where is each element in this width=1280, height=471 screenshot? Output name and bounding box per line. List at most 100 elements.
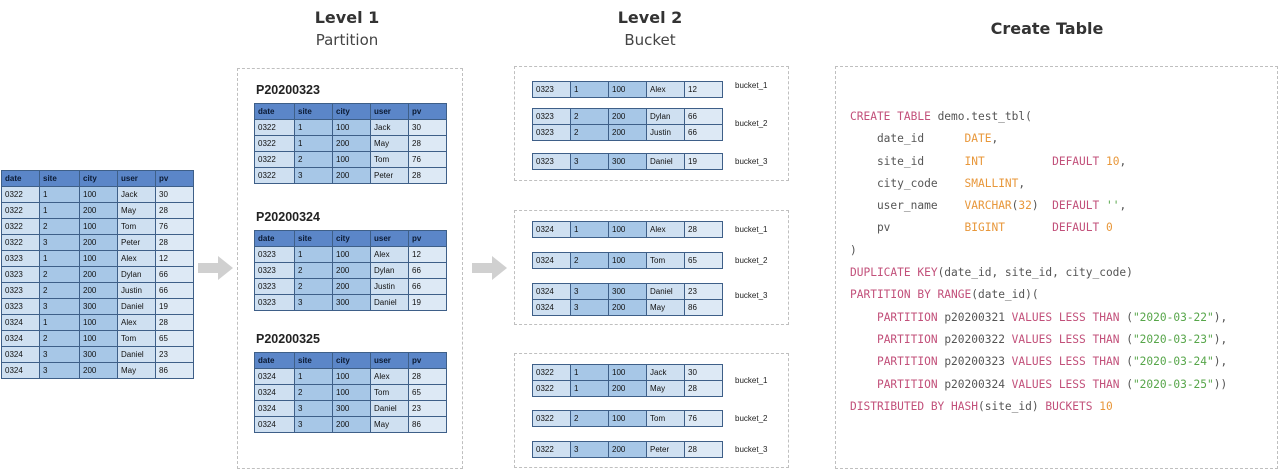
table-cell: 100 bbox=[79, 330, 118, 347]
table-cell: 100 bbox=[332, 246, 371, 263]
arrow-right-icon bbox=[472, 256, 507, 280]
table-cell: 3 bbox=[294, 416, 333, 433]
table-cell: 23 bbox=[408, 400, 447, 417]
column-header: date bbox=[254, 103, 295, 120]
table-cell: 23 bbox=[155, 346, 194, 363]
table-cell: 300 bbox=[79, 298, 118, 315]
table-cell: 300 bbox=[332, 400, 371, 417]
table-cell: Dylan bbox=[646, 108, 685, 125]
bucket-label: bucket_1 bbox=[735, 376, 768, 385]
table-cell: 28 bbox=[408, 368, 447, 385]
code-line: ) bbox=[850, 243, 857, 257]
table-cell: Daniel bbox=[646, 153, 685, 170]
table-cell: 76 bbox=[155, 218, 194, 235]
column-header: date bbox=[1, 170, 40, 187]
table-cell: Justin bbox=[370, 278, 409, 295]
table-cell: 1 bbox=[39, 202, 80, 219]
table-cell: 28 bbox=[155, 314, 194, 331]
table-cell: 100 bbox=[79, 314, 118, 331]
table-cell: 3 bbox=[39, 298, 80, 315]
code-line: PARTITION p20200321 VALUES LESS THAN ("2… bbox=[876, 310, 1228, 324]
partition-title: P20200325 bbox=[256, 332, 320, 346]
table-cell: Tom bbox=[370, 384, 409, 401]
table-cell: 28 bbox=[155, 234, 194, 251]
table-cell: 0324 bbox=[532, 221, 571, 238]
table-cell: 0323 bbox=[532, 108, 571, 125]
column-header: site bbox=[294, 230, 333, 247]
column-header: user bbox=[370, 103, 409, 120]
table-cell: 100 bbox=[79, 250, 118, 267]
column-header: date bbox=[254, 352, 295, 369]
table-cell: Dylan bbox=[117, 266, 156, 283]
column-header: city bbox=[332, 352, 371, 369]
bucket-label: bucket_1 bbox=[735, 225, 768, 234]
table-cell: 0323 bbox=[532, 124, 571, 141]
level1-title: Level 1 bbox=[314, 8, 380, 27]
table-cell: Alex bbox=[117, 250, 156, 267]
table-cell: 28 bbox=[408, 135, 447, 152]
partition-title: P20200323 bbox=[256, 83, 320, 97]
table-cell: 0322 bbox=[532, 364, 571, 381]
bucket-label: bucket_3 bbox=[735, 445, 768, 454]
table-cell: Alex bbox=[646, 221, 685, 238]
table-cell: 0324 bbox=[254, 384, 295, 401]
table-cell: 0322 bbox=[1, 186, 40, 203]
column-header: city bbox=[332, 230, 371, 247]
table-cell: 200 bbox=[332, 167, 371, 184]
table-cell: 3 bbox=[294, 400, 333, 417]
table-cell: 200 bbox=[79, 266, 118, 283]
table-cell: 28 bbox=[684, 441, 723, 458]
table-cell: 12 bbox=[408, 246, 447, 263]
table-cell: 0324 bbox=[532, 299, 571, 316]
table-cell: 0324 bbox=[532, 252, 571, 269]
table-cell: 30 bbox=[408, 119, 447, 136]
table-cell: 0322 bbox=[1, 234, 40, 251]
code-line: CREATE TABLE demo.test_tbl( bbox=[850, 110, 1032, 123]
table-cell: 100 bbox=[608, 410, 647, 427]
table-cell: 2 bbox=[294, 151, 333, 168]
table-cell: 86 bbox=[408, 416, 447, 433]
column-header: site bbox=[294, 352, 333, 369]
table-cell: Daniel bbox=[117, 346, 156, 363]
table-cell: 0322 bbox=[532, 380, 571, 397]
level1-heading: Level 1 Partition bbox=[272, 7, 422, 51]
table-cell: 100 bbox=[332, 151, 371, 168]
table-cell: 28 bbox=[155, 202, 194, 219]
table-cell: 76 bbox=[408, 151, 447, 168]
create-table-heading: Create Table bbox=[972, 18, 1122, 40]
table-cell: May bbox=[646, 299, 685, 316]
table-cell: 86 bbox=[155, 362, 194, 379]
table-cell: 3 bbox=[39, 346, 80, 363]
code-line: PARTITION p20200324 VALUES LESS THAN ("2… bbox=[876, 377, 1228, 391]
table-cell: 100 bbox=[332, 368, 371, 385]
table-cell: 12 bbox=[684, 81, 723, 98]
column-header: site bbox=[39, 170, 80, 187]
table-cell: 0324 bbox=[1, 330, 40, 347]
code-line: DUPLICATE KEY(date_id, site_id, city_cod… bbox=[850, 266, 1133, 280]
table-cell: 0322 bbox=[254, 135, 295, 152]
table-cell: 300 bbox=[608, 153, 647, 170]
table-cell: 0323 bbox=[532, 81, 571, 98]
table-cell: 0323 bbox=[1, 282, 40, 299]
table-cell: 0322 bbox=[532, 410, 571, 427]
